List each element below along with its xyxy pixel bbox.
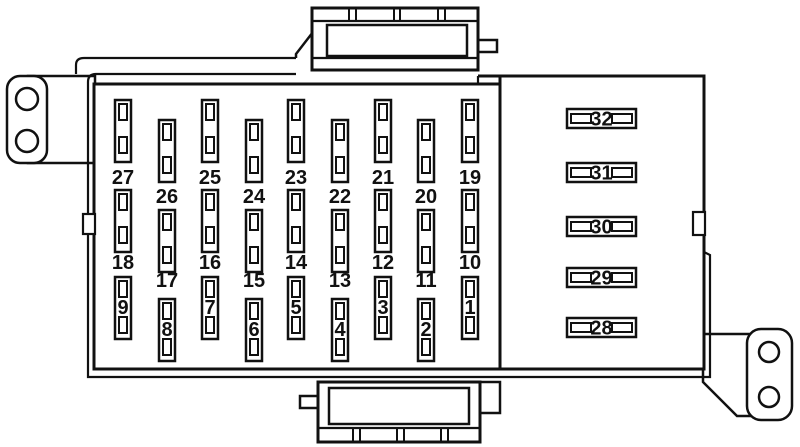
fuse-25-number: 25 — [199, 167, 221, 189]
relay-29: 29 — [565, 266, 638, 290]
fuse-13-number: 13 — [329, 270, 351, 292]
fuse-15-number: 15 — [243, 270, 265, 292]
fuse-4-number: 4 — [334, 319, 346, 341]
fuse-12: 12 — [372, 188, 394, 274]
bottom-connector-left-tab — [298, 394, 319, 410]
left-bracket-hole-top — [14, 86, 40, 112]
fuse-10-number: 10 — [459, 252, 481, 274]
housing-top-lip — [74, 56, 296, 74]
right-bracket-hole-top — [757, 340, 781, 364]
bottom-connector-inner — [327, 386, 471, 426]
fuse-27-number: 27 — [112, 167, 134, 189]
fuse-10: 10 — [459, 188, 481, 274]
fuse-2-number: 2 — [420, 319, 431, 341]
relay-29-number: 29 — [590, 268, 612, 290]
fuse-21-number: 21 — [372, 167, 394, 189]
fuse-20-number: 20 — [415, 186, 437, 208]
relay-32-number: 32 — [590, 109, 612, 131]
fuse-6-number: 6 — [248, 319, 259, 341]
fuse-24-number: 24 — [243, 186, 266, 208]
top-connector — [310, 6, 499, 72]
right-clip-notch — [691, 210, 707, 237]
fuse-3-number: 3 — [377, 297, 388, 319]
fuse-18-number: 18 — [112, 252, 134, 274]
relay-grid: 32 31 30 29 28 — [565, 107, 638, 340]
fuse-1-number: 1 — [464, 297, 475, 319]
fuse-25: 25 — [199, 98, 221, 189]
fuse-5: 5 — [286, 275, 306, 341]
fuse-26: 26 — [156, 118, 178, 208]
fuse-7: 7 — [200, 275, 220, 341]
fuse-11: 11 — [415, 208, 437, 292]
fuse-5-number: 5 — [290, 297, 301, 319]
fuse-17: 17 — [156, 208, 178, 292]
fuse-8: 8 — [157, 297, 177, 363]
fuse-19: 19 — [459, 98, 481, 189]
left-clip-notch — [81, 212, 97, 236]
housing-body-line — [86, 72, 712, 379]
relay-32: 32 — [565, 107, 638, 131]
fuse-15: 15 — [243, 208, 265, 292]
top-connector-right-tab — [477, 38, 499, 54]
fuse-24: 24 — [243, 118, 266, 208]
fuse-17-number: 17 — [156, 270, 178, 292]
fuse-26-number: 26 — [156, 186, 178, 208]
relay-30-number: 30 — [590, 217, 612, 239]
fuse-27: 27 — [112, 98, 134, 189]
fuse-23: 23 — [285, 98, 307, 189]
bottom-connector-right-step — [478, 380, 502, 415]
fuse-12-number: 12 — [372, 252, 394, 274]
right-mounting-bracket-plate — [745, 327, 794, 422]
fuse-22-number: 22 — [329, 186, 351, 208]
fuse-9: 9 — [113, 275, 133, 341]
fuse-22: 22 — [329, 118, 351, 208]
fuse-23-number: 23 — [285, 167, 307, 189]
fuse-9-number: 9 — [117, 297, 128, 319]
fuse-1: 1 — [460, 275, 480, 341]
relay-30: 30 — [565, 215, 638, 239]
fuse-19-number: 19 — [459, 167, 481, 189]
housing-outline — [74, 31, 712, 379]
fuse-6: 6 — [244, 297, 264, 363]
top-connector-inner — [325, 23, 469, 58]
fuse-4: 4 — [330, 297, 350, 363]
fuse-16: 16 — [199, 188, 221, 274]
bottom-connector — [298, 380, 502, 444]
bottom-connector-body — [316, 380, 482, 444]
relay-31: 31 — [565, 161, 638, 185]
fuse-21: 21 — [372, 98, 394, 189]
fuse-14-number: 14 — [285, 252, 308, 274]
fuse-16-number: 16 — [199, 252, 221, 274]
left-mounting-bracket — [5, 74, 97, 165]
fuse-8-number: 8 — [161, 319, 172, 341]
fuse-18: 18 — [112, 188, 134, 274]
right-bracket-hole-bottom — [757, 385, 781, 409]
fuse-20: 20 — [415, 118, 437, 208]
fuse-11-number: 11 — [415, 270, 436, 292]
left-bracket-hole-bottom — [14, 128, 40, 154]
fuse-3: 3 — [373, 275, 393, 341]
fuse-14: 14 — [285, 188, 308, 274]
relay-28: 28 — [565, 316, 638, 340]
fuse-2: 2 — [416, 297, 436, 363]
relay-28-number: 28 — [590, 318, 612, 340]
fuse-7-number: 7 — [204, 297, 215, 319]
top-block-left-chamfer — [294, 31, 314, 58]
fuse-13: 13 — [329, 208, 351, 292]
relay-31-number: 31 — [590, 163, 612, 185]
fuse-grid: 2726252423222120191817161514131211109876… — [112, 98, 481, 363]
